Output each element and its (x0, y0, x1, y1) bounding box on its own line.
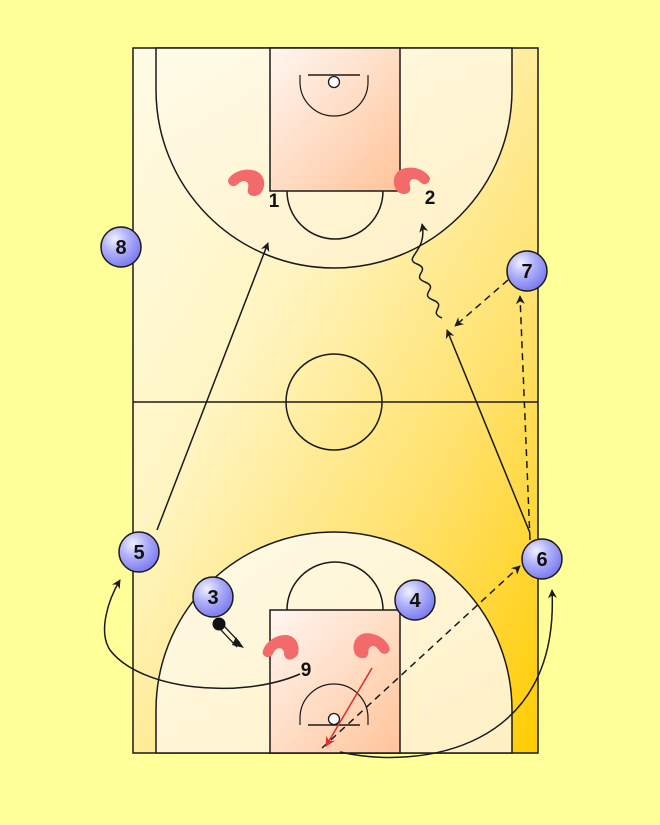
center-circle (285, 353, 383, 451)
player-label: 7 (521, 261, 532, 283)
player-5: 5 (118, 531, 160, 573)
player-label: 6 (536, 549, 547, 571)
cut-6-to-middle (445, 329, 531, 534)
player-circle (100, 226, 142, 268)
top-basket (327, 75, 341, 89)
bottom-basket (327, 712, 341, 726)
player-circle (521, 538, 563, 580)
defender-label: 2 (425, 188, 436, 209)
player-circle (192, 576, 234, 618)
player-4: 4 (394, 579, 436, 621)
curl-9-to-5 (103, 579, 301, 690)
defender-1: 1 (228, 169, 280, 212)
player-circle (394, 579, 436, 621)
player-7: 7 (506, 250, 548, 292)
player-6: 6 (521, 538, 563, 580)
player-circle (506, 250, 548, 292)
player-label: 5 (133, 542, 144, 564)
player-label: 4 (409, 590, 421, 612)
defender-rotation-arrow (325, 667, 373, 747)
curl-to-6 (339, 589, 557, 759)
top-restricted-area (299, 75, 369, 117)
defender-label: 9 (301, 660, 312, 681)
player-label: 3 (207, 587, 218, 609)
top-paint (269, 47, 401, 192)
play-movements (103, 223, 557, 759)
defender-9: 9 (258, 630, 312, 681)
player-3: 3 (192, 576, 234, 618)
ball-icon (212, 617, 226, 631)
player-8: 8 (100, 226, 142, 268)
cut-5-to-basket (156, 242, 270, 531)
top-free-throw-circle (286, 190, 384, 240)
player-label: 8 (115, 237, 126, 259)
dribble-to-top (411, 223, 443, 319)
player-circle (118, 531, 160, 573)
screen-arrow-3 (220, 625, 244, 648)
defender-2: 2 (393, 167, 436, 209)
bottom-free-throw-circle (286, 561, 384, 611)
defender-label: 1 (269, 191, 280, 212)
pass-to-6 (321, 565, 521, 749)
pass-6-to-7 (515, 295, 531, 541)
